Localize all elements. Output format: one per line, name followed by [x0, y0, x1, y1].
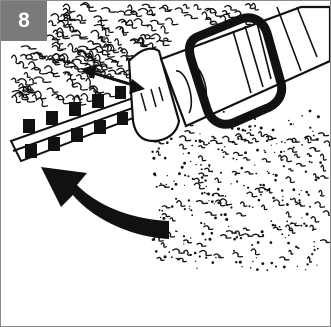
curved-arrow-icon: [41, 167, 169, 239]
step-number-badge: 8: [1, 1, 47, 41]
motor-housing-icon: [161, 7, 330, 126]
